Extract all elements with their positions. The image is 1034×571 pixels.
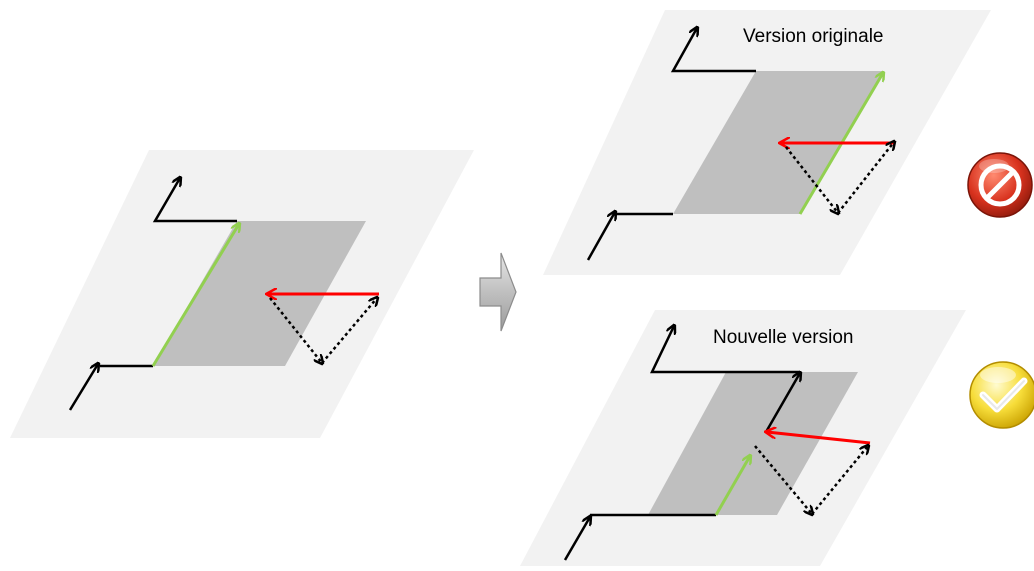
left-path-upper	[152, 178, 237, 223]
original-path-arrow	[586, 212, 615, 261]
left-scene	[10, 150, 474, 438]
left-dotted-arrow-up	[321, 298, 377, 364]
new-version-scene: Nouvelle version	[520, 310, 966, 566]
left-path-arrow	[68, 364, 98, 411]
transition-arrow-icon	[479, 252, 517, 332]
forbidden-icon	[967, 152, 1033, 218]
new-green-arrow	[714, 456, 750, 516]
new-path-arrow	[563, 517, 590, 561]
new-dotted-arrow-up	[811, 446, 868, 515]
left-dotted-arrow-down	[269, 297, 322, 363]
original-dotted-arrow-down	[785, 146, 838, 213]
new-version-label: Nouvelle version	[713, 327, 853, 348]
new-red-arrow	[767, 432, 871, 445]
new-dotted-arrow-down	[754, 445, 812, 514]
left-surface	[153, 221, 366, 366]
new-black-segment-arrow	[764, 373, 800, 433]
new-path-upper	[650, 326, 800, 374]
original-path-upper	[670, 28, 756, 73]
left-green-arrow	[151, 224, 239, 367]
checkmark-icon	[969, 361, 1034, 429]
new-surface	[648, 372, 858, 515]
original-version-label: Version originale	[743, 26, 883, 47]
original-version-scene: Version originale	[543, 10, 991, 275]
